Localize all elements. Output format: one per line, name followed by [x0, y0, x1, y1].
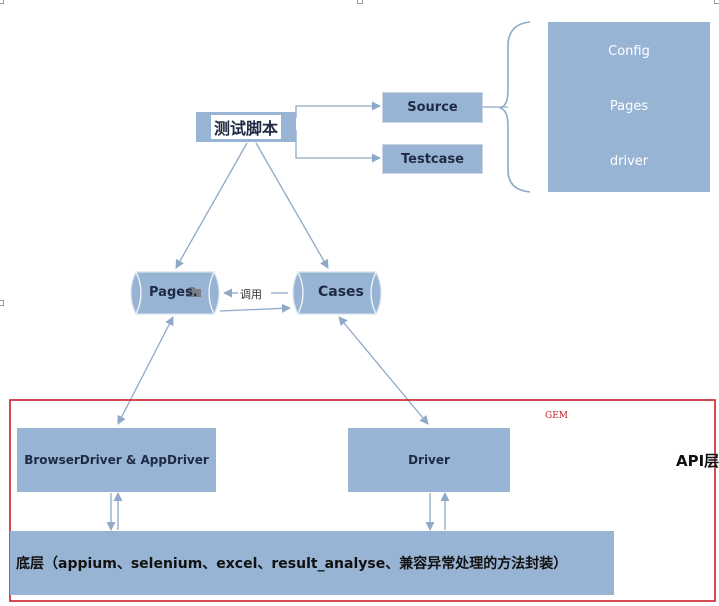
panel-item-driver[interactable]: driver [609, 154, 649, 169]
gem-tag: GEM [545, 411, 568, 421]
folder-icon [186, 287, 201, 297]
source-label: Source [407, 100, 458, 115]
testcase-node[interactable]: Testcase [382, 144, 483, 174]
panel-item-config[interactable]: Config [608, 44, 650, 59]
base-layer-node[interactable]: 底层（appium、selenium、excel、result_analyse、… [10, 531, 614, 595]
arrow-cases-driver [338, 316, 429, 425]
arrow-pages-browserdriver [117, 316, 174, 425]
driver-label: Driver [408, 453, 450, 467]
testcase-label: Testcase [401, 151, 464, 167]
source-panel [548, 22, 710, 192]
driver-node[interactable]: Driver [348, 428, 510, 492]
arrow-script-to-source [295, 101, 381, 118]
resize-handle-tr[interactable] [714, 0, 719, 4]
resize-handle-tl[interactable] [0, 0, 4, 4]
cases-label[interactable]: Cases [318, 284, 364, 300]
browserdriver-label: BrowserDriver & AppDriver [24, 453, 209, 467]
api-layer-label: API层 [676, 452, 719, 470]
api-layer-frame [9, 399, 716, 602]
test-script-node[interactable]: 测试脚本 [196, 112, 296, 142]
source-node[interactable]: Source [382, 92, 483, 123]
resize-handle-ml[interactable] [0, 300, 4, 306]
panel-item-pages[interactable]: Pages [609, 99, 649, 114]
base-layer-label: 底层（appium、selenium、excel、result_analyse、… [16, 556, 568, 572]
browserdriver-node[interactable]: BrowserDriver & AppDriver [17, 428, 216, 492]
pages-label[interactable]: Pages. [149, 285, 198, 300]
arrow-script-to-pages [175, 142, 248, 269]
resize-handle-tc[interactable] [357, 0, 363, 4]
call-edge-label: 调用 [240, 288, 262, 301]
panel-brace [499, 21, 531, 193]
arrow-pages-to-cases [219, 303, 291, 313]
arrow-script-to-testcase [295, 130, 381, 163]
test-script-label: 测试脚本 [210, 115, 281, 139]
arrow-script-to-cases [255, 142, 329, 269]
